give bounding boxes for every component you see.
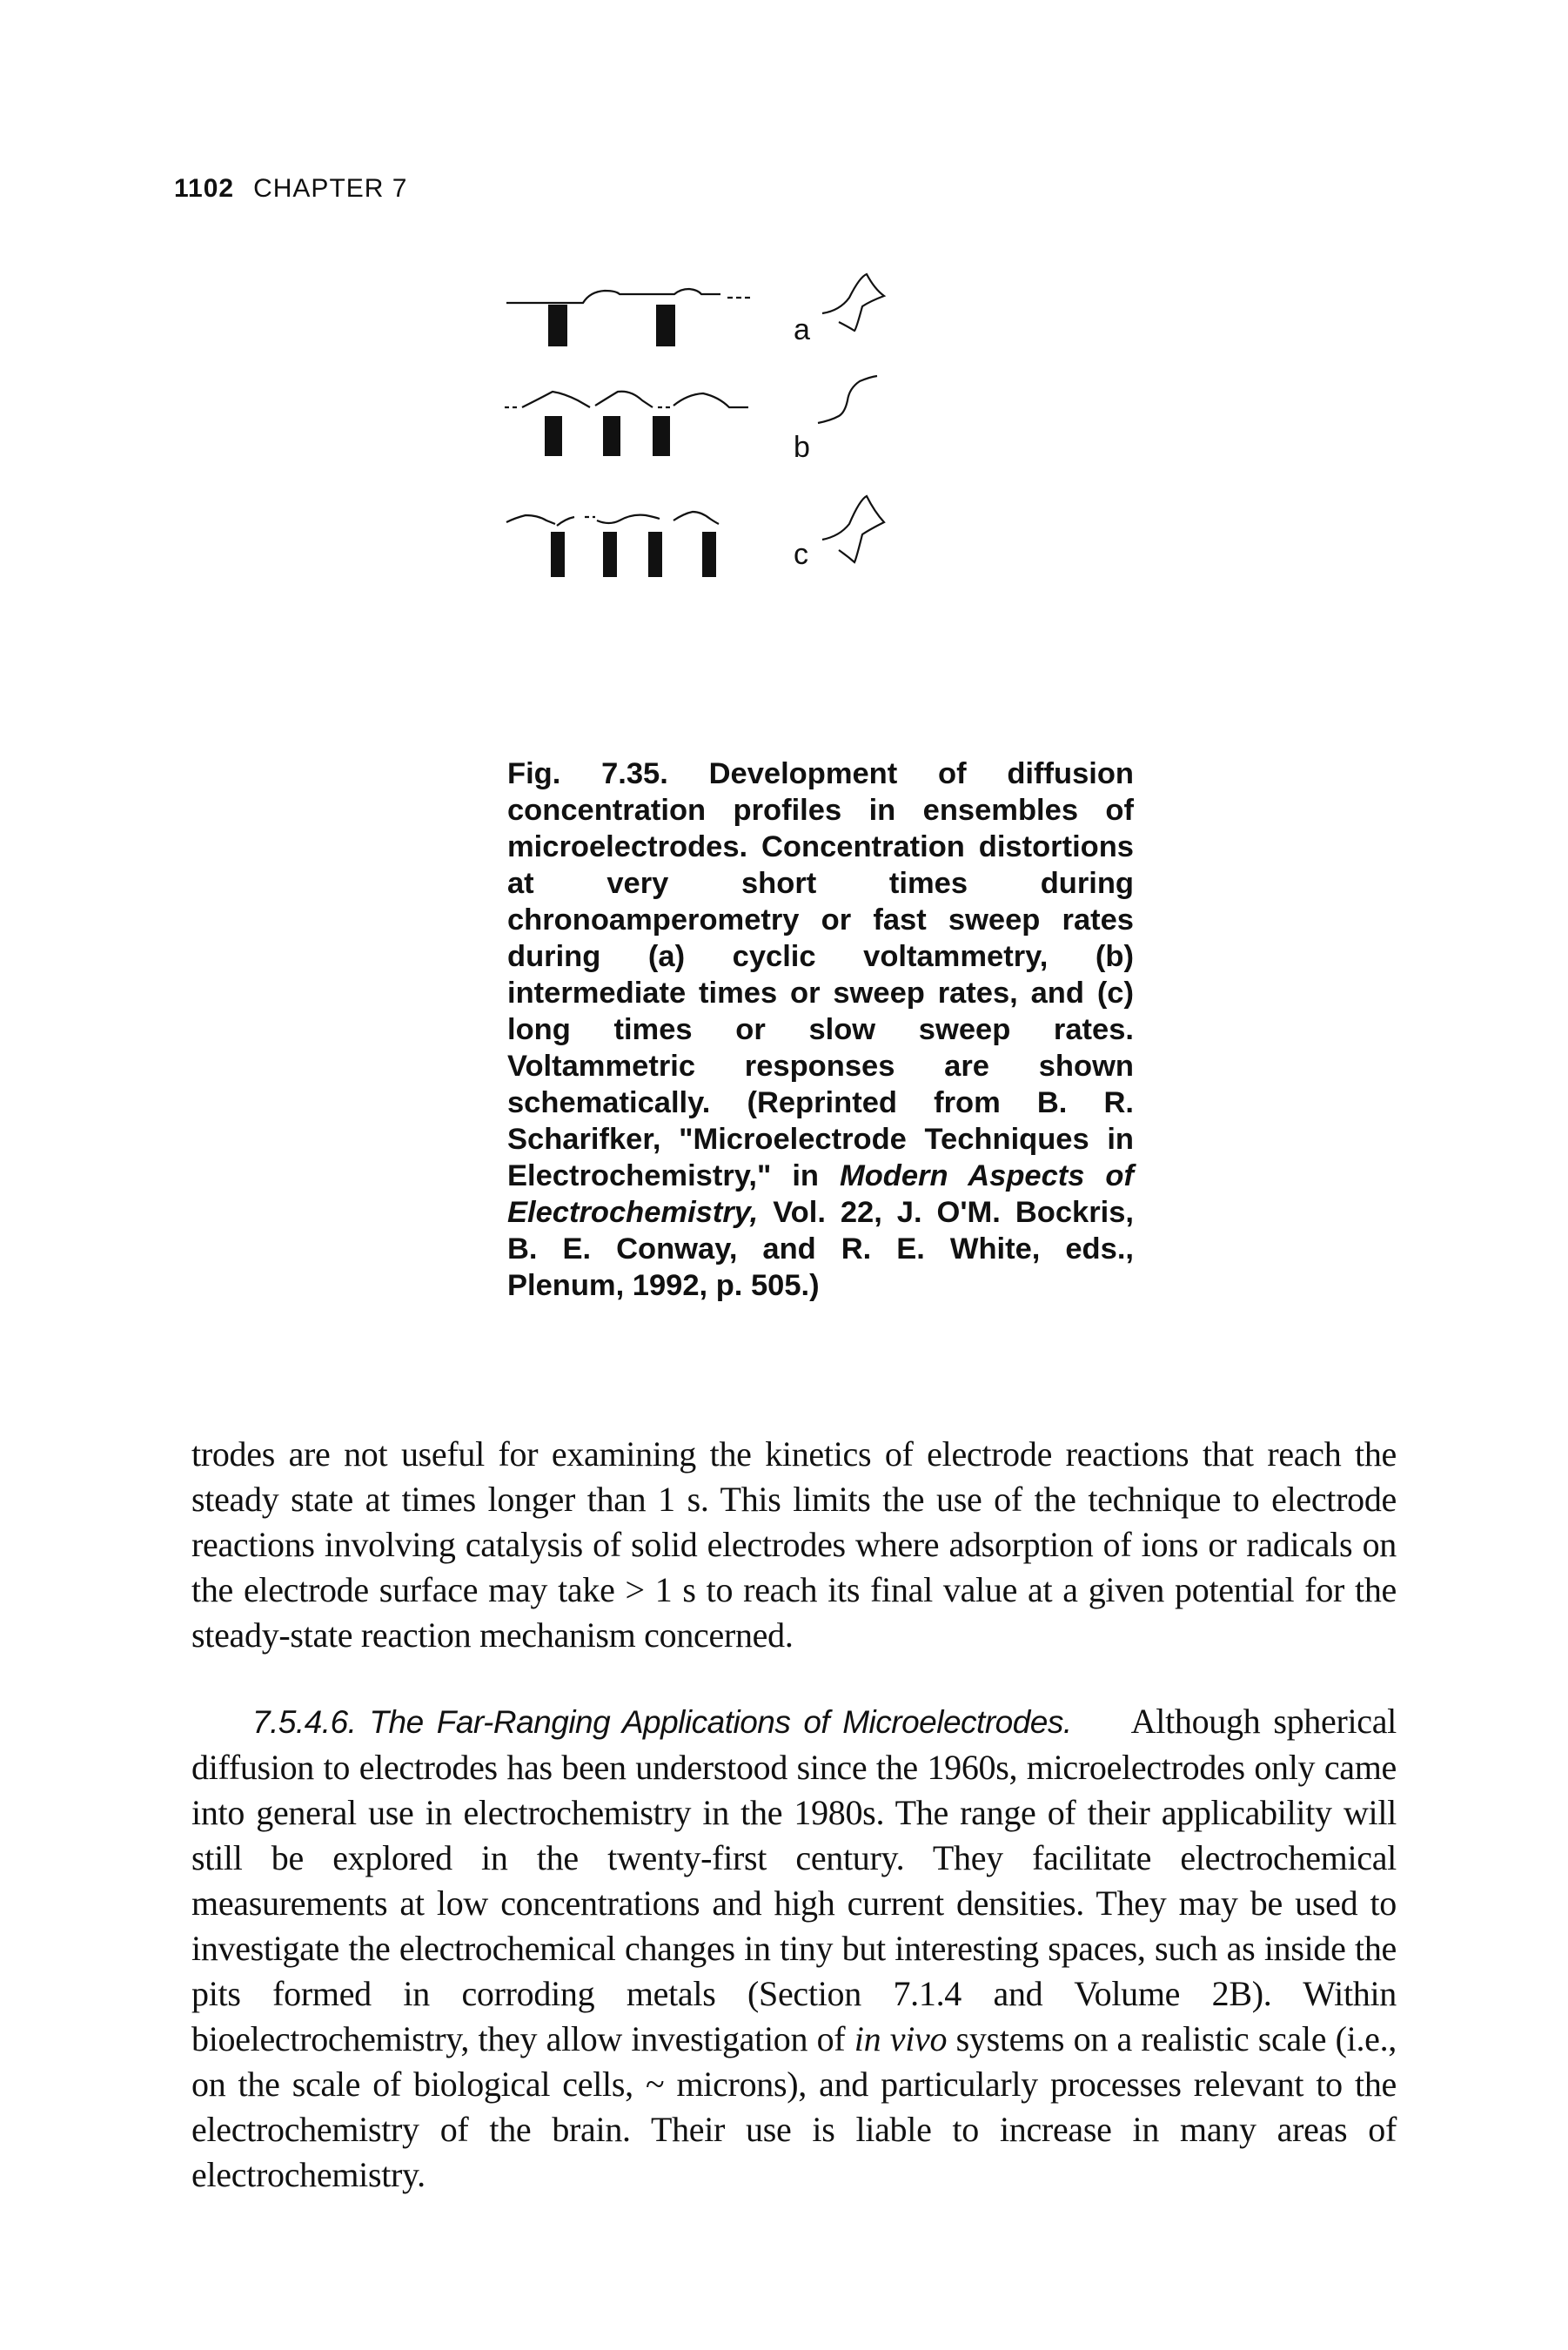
row-a-profile (506, 287, 754, 305)
electrode-a1 (548, 305, 567, 346)
row-c-profile (506, 510, 720, 527)
electrode-a2 (656, 305, 675, 346)
section-in-vivo: in vivo (854, 2019, 948, 2058)
row-b-profile (505, 390, 748, 409)
caption-text-2: Vol. 22, J. O'M. Bockris, B. E. Conway, … (507, 1196, 1134, 1302)
electrode-b1 (545, 416, 562, 456)
label-b: b (794, 431, 810, 464)
paragraph-1: trodes are not useful for examining the … (191, 1434, 1397, 1655)
electrode-c4 (702, 532, 716, 577)
row-b-voltammogram (817, 374, 878, 425)
electrode-b3 (653, 416, 670, 456)
figure-caption: Fig. 7.35. Development of diffusion conc… (507, 755, 1134, 1304)
row-a-voltammogram (821, 272, 887, 332)
running-head: 1102 CHAPTER 7 (174, 174, 407, 204)
electrode-c2 (603, 532, 617, 577)
figure-label: Fig. 7.35. (507, 757, 668, 790)
electrode-c3 (648, 532, 662, 577)
label-c: c (794, 538, 808, 571)
section-text-2: systems on a realistic scale (i.e., on t… (191, 2019, 1397, 2194)
caption-book-title: Modern Aspects of Electrochemistry, (507, 1159, 1134, 1229)
electrode-b2 (603, 416, 620, 456)
row-c-voltammogram (821, 494, 886, 564)
section-heading: 7.5.4.6. The Far-Ranging Applications of… (252, 1704, 1072, 1740)
section-text-1: Although spherical diffusion to electrod… (191, 1702, 1397, 2058)
section-paragraph: 7.5.4.6. The Far-Ranging Applications of… (191, 1699, 1397, 2198)
electrode-c1 (551, 532, 565, 577)
page-number: 1102 (174, 174, 235, 203)
caption-text-1: Development of diffusion concentration p… (507, 757, 1134, 1192)
figure-7-35: a b c (505, 272, 887, 577)
electrode-bars (545, 305, 716, 577)
chapter-title: CHAPTER 7 (253, 174, 408, 203)
label-a: a (794, 313, 810, 346)
